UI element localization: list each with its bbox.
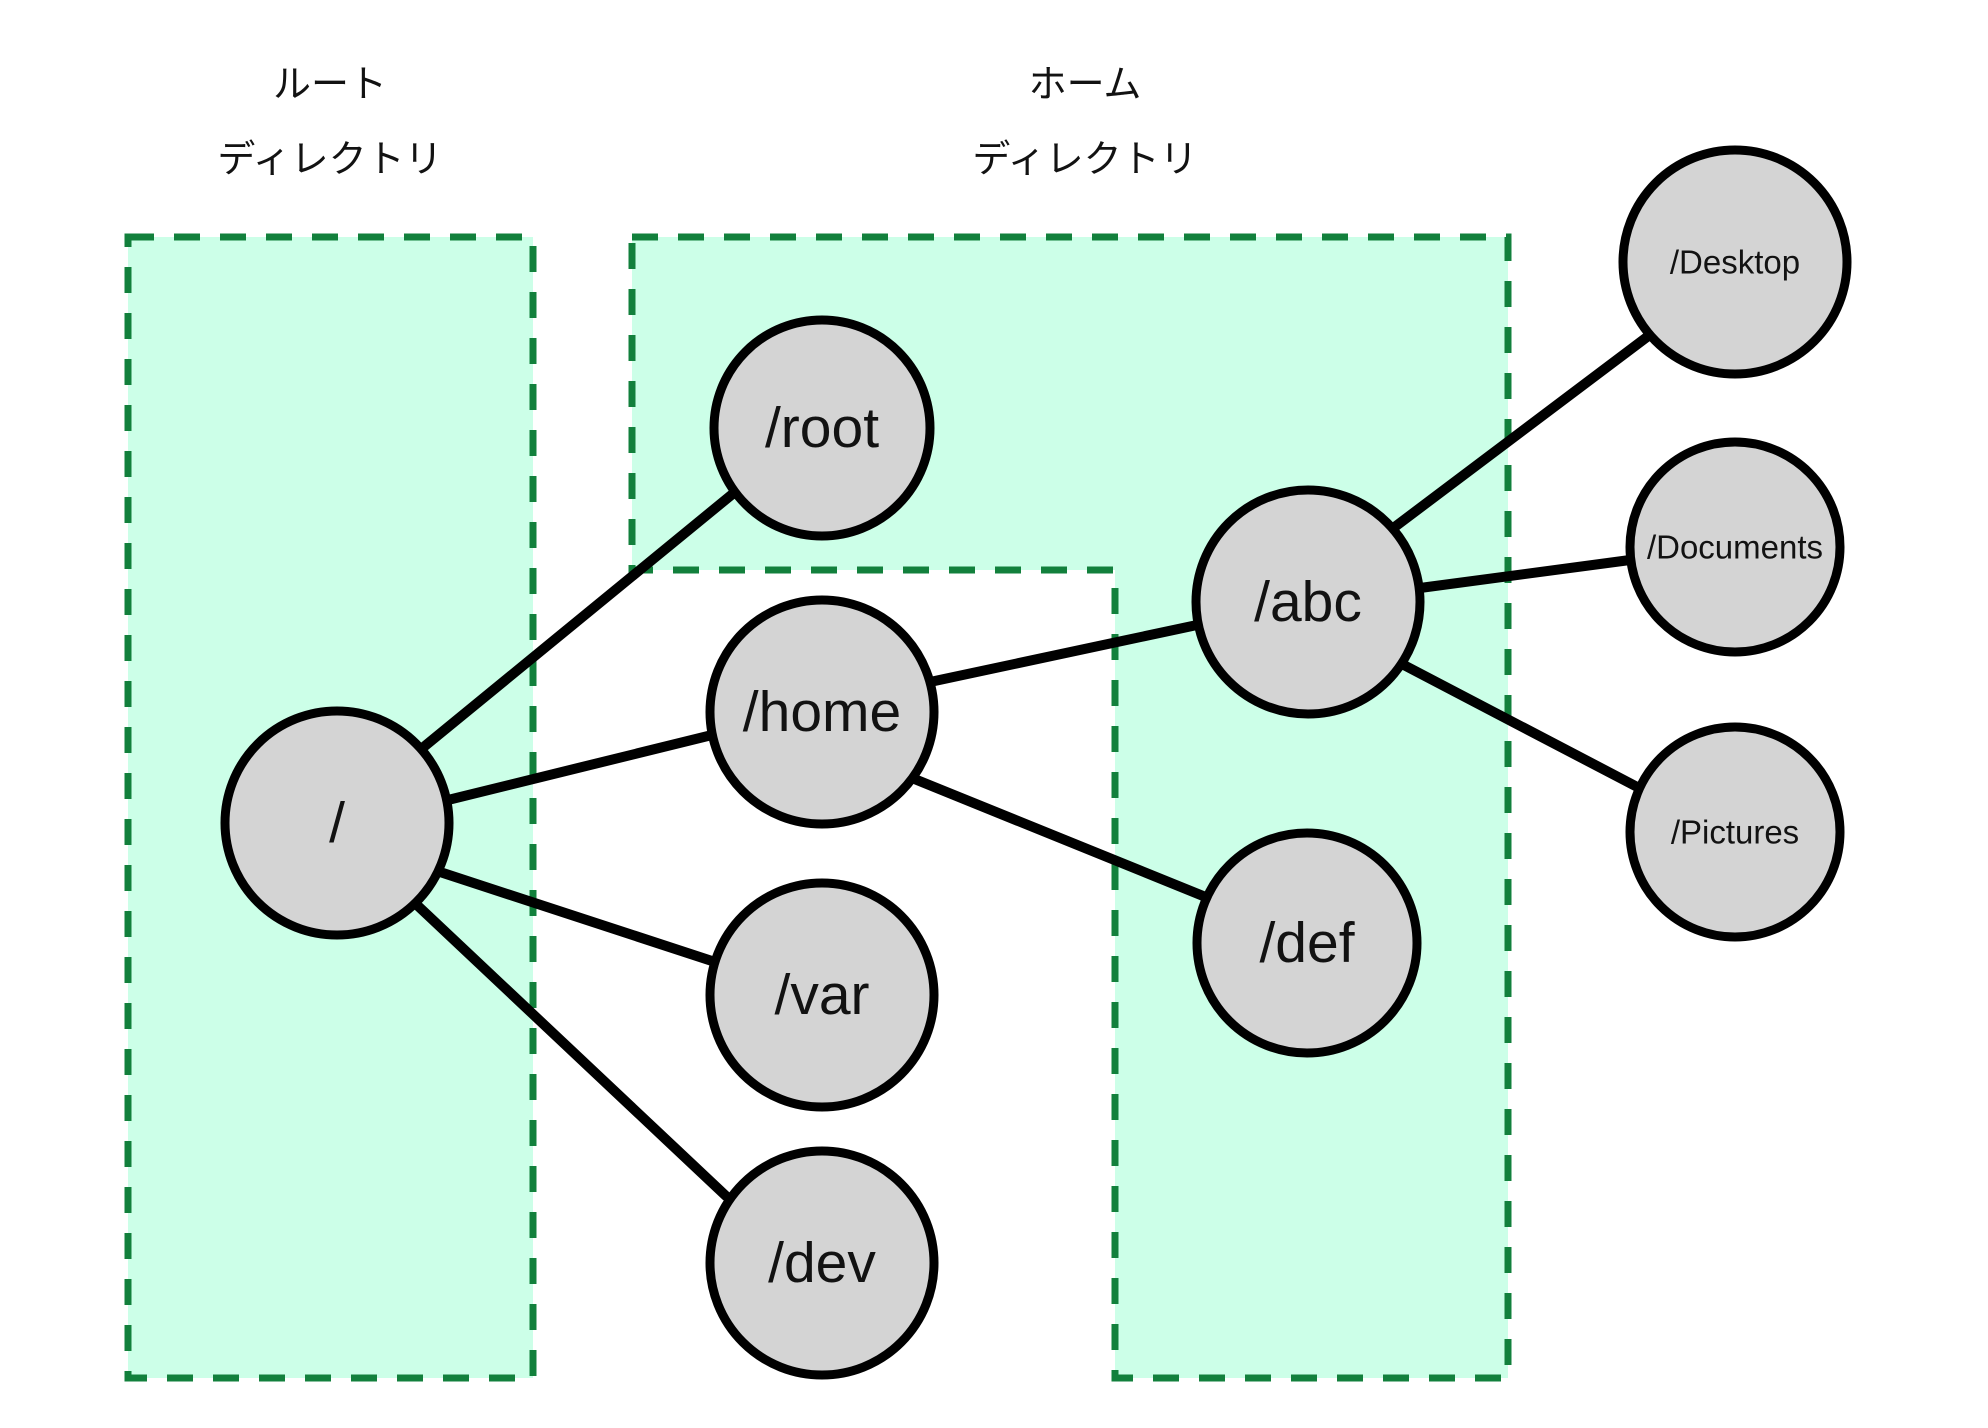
group-nodes: / /root/home/var/dev/abc/def/Desktop/Docu… <box>220 145 1852 1380</box>
node-pictures-circle[interactable] <box>1625 722 1845 942</box>
node-var-label: /var <box>774 963 869 1027</box>
edge-root-to-rootdir <box>415 487 740 755</box>
node-dev[interactable]: /dev <box>705 1146 939 1380</box>
edge-abc-to-desktop <box>1387 329 1656 534</box>
node-dev-circle[interactable] <box>705 1146 939 1380</box>
node-home-label: /home <box>743 680 901 744</box>
node-desktop-label: /Desktop <box>1670 244 1800 281</box>
root-directory-group-caption-line2: ディレクトリ <box>217 139 442 181</box>
node-pictures[interactable]: /Pictures <box>1625 722 1845 942</box>
node-var[interactable]: /var <box>705 878 939 1112</box>
node-pictures-label: /Pictures <box>1671 814 1799 851</box>
node-abc[interactable]: /abc <box>1191 485 1425 719</box>
node-def-label: /def <box>1259 911 1354 975</box>
node-desktop[interactable]: /Desktop <box>1618 145 1852 379</box>
node-root-dir-circle[interactable] <box>709 315 935 541</box>
node-home-circle[interactable] <box>705 595 939 829</box>
node-var-circle[interactable] <box>705 878 939 1112</box>
edge-abc-to-pictures <box>1395 658 1648 795</box>
node-abc-circle[interactable] <box>1191 485 1425 719</box>
edge-root-to-dev <box>413 901 731 1201</box>
node-documents-circle[interactable] <box>1625 437 1845 657</box>
home-directory-group-caption-line1: ホーム <box>1029 64 1142 106</box>
node-dev-label: /dev <box>768 1231 876 1295</box>
edge-root-to-var <box>435 867 720 967</box>
node-root[interactable]: / <box>220 706 454 940</box>
edge-home-to-def <box>907 773 1218 905</box>
edge-root-to-home <box>443 730 717 805</box>
node-def[interactable]: /def <box>1192 828 1422 1058</box>
node-def-circle[interactable] <box>1192 828 1422 1058</box>
node-root-dir[interactable]: /root <box>709 315 935 541</box>
node-documents-label: /Documents <box>1647 529 1823 566</box>
node-desktop-circle[interactable] <box>1618 145 1852 379</box>
node-root-circle[interactable] <box>220 706 454 940</box>
node-root-dir-label: /root <box>765 396 879 460</box>
node-home[interactable]: /home <box>705 595 939 829</box>
node-documents[interactable]: /Documents <box>1625 437 1845 657</box>
node-abc-label: /abc <box>1254 570 1362 634</box>
home-directory-group-caption-line2: ディレクトリ <box>972 139 1197 181</box>
edge-home-to-abc <box>925 620 1202 687</box>
group-edges <box>413 329 1656 1201</box>
root-directory-group-caption-line1: ルート <box>273 64 387 106</box>
node-root-label: / <box>329 791 345 855</box>
edge-abc-to-documents <box>1415 555 1635 593</box>
